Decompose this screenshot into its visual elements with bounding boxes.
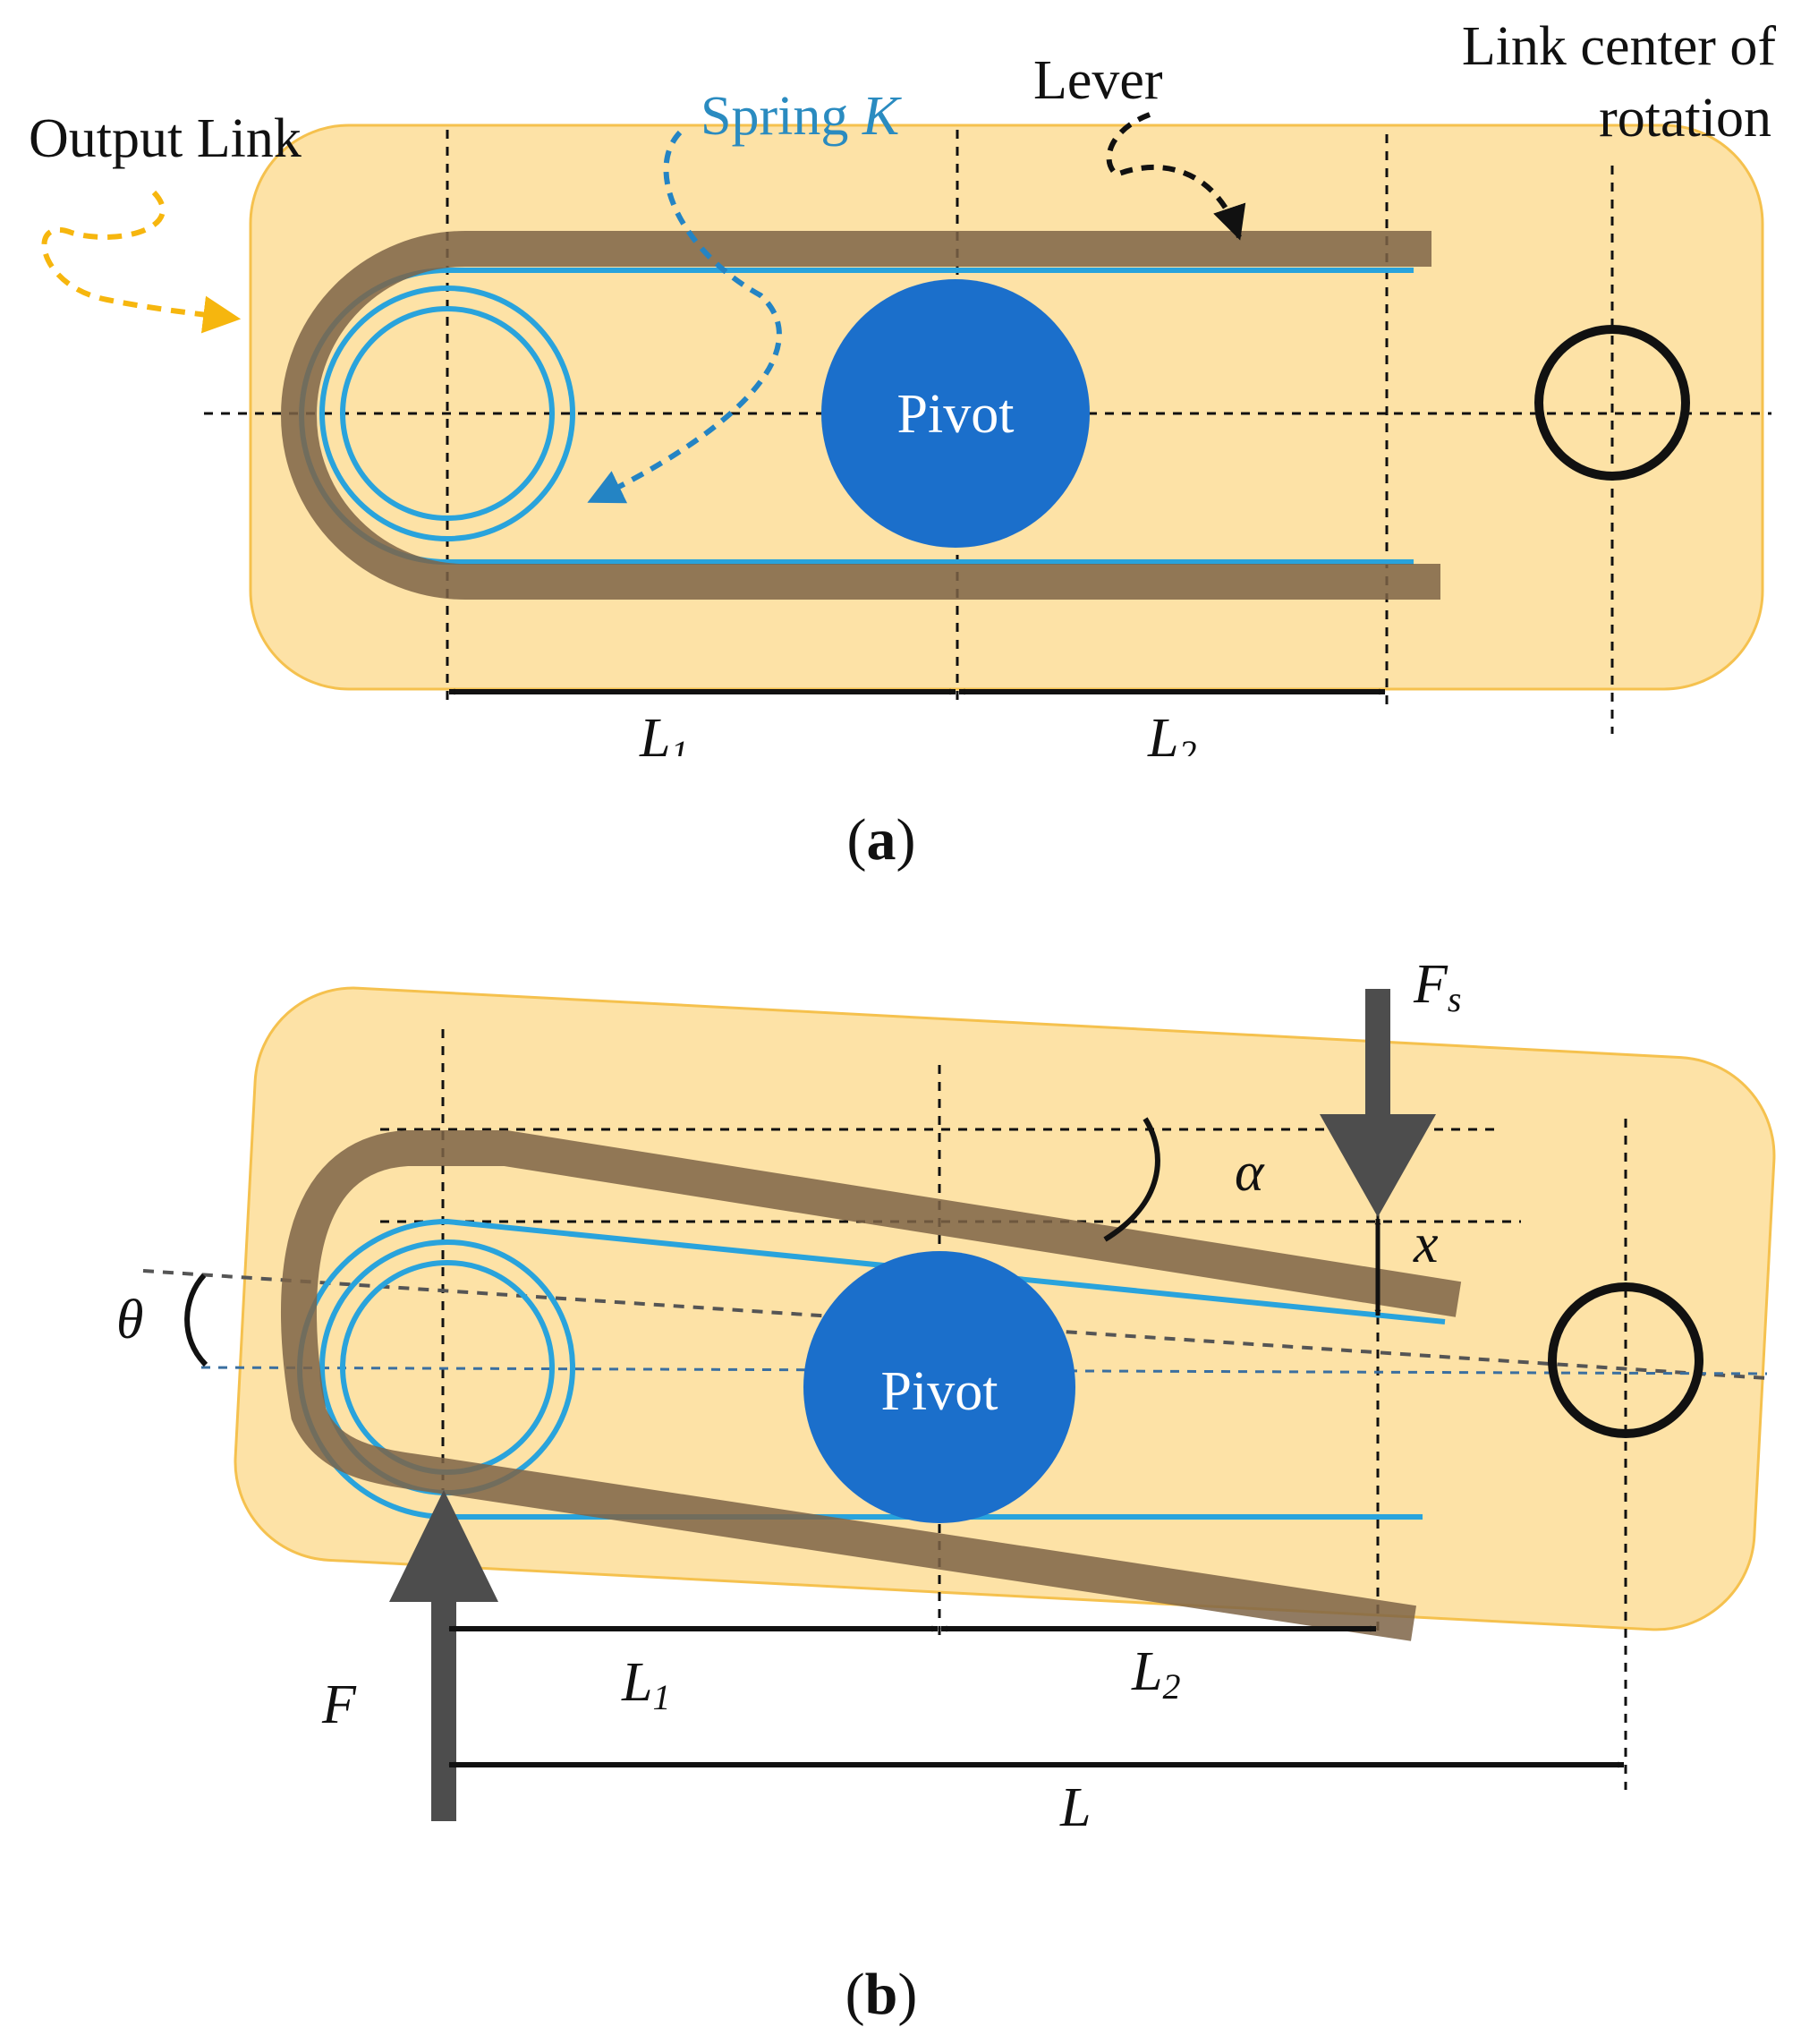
pivot-a — [821, 279, 1090, 548]
force-Fs-label: Fs — [1413, 954, 1461, 1019]
output-link-arrow-a — [41, 190, 242, 334]
caption-a: (a) — [847, 807, 916, 873]
pivot-b — [803, 1251, 1075, 1523]
panel-b: Pivot Fs α x θ F L1 L2 L — [116, 954, 1776, 2027]
output-link-label: Output Link — [29, 108, 302, 169]
panel-a: Pivot Output Link Spring K Lever Link ce… — [29, 16, 1776, 873]
dim-arrows-b — [448, 1625, 1625, 1768]
dim-L2-label-b: L2 — [1131, 1641, 1180, 1707]
lever-b — [281, 1130, 1462, 1641]
theta-arc — [184, 1273, 208, 1367]
x-label: x — [1413, 1214, 1439, 1274]
alpha-label: α — [1235, 1142, 1265, 1203]
link-center-circle-b — [1548, 1282, 1703, 1438]
dim-labels-clip-a: L1 L2 — [639, 708, 1196, 773]
pivot-label-a: Pivot — [897, 384, 1015, 445]
dim-L-label-b: L — [1059, 1777, 1091, 1838]
spring-arrow-a — [587, 130, 782, 504]
dim-L1-label-b: L1 — [621, 1652, 670, 1717]
spring-label: Spring K — [701, 86, 903, 147]
dim-L1-label-a: L1 — [639, 708, 688, 773]
theta-label: θ — [116, 1290, 143, 1350]
force-Fs-arrow — [1320, 989, 1436, 1217]
dim-L2-label-a: L2 — [1147, 708, 1196, 773]
link-center-label-line1: Link center of — [1462, 16, 1777, 77]
pivot-label-b: Pivot — [881, 1361, 998, 1422]
caption-b: (b) — [845, 1962, 918, 2027]
lever-arrow-a — [1106, 112, 1246, 241]
lever-a — [281, 231, 1440, 600]
force-F-label: F — [321, 1674, 357, 1735]
link-center-circle-a — [1534, 325, 1690, 481]
force-F-arrow — [389, 1490, 498, 1821]
alpha-arc — [1103, 1117, 1160, 1242]
link-center-label-line2: rotation — [1599, 88, 1771, 149]
lever-label: Lever — [1033, 50, 1163, 111]
